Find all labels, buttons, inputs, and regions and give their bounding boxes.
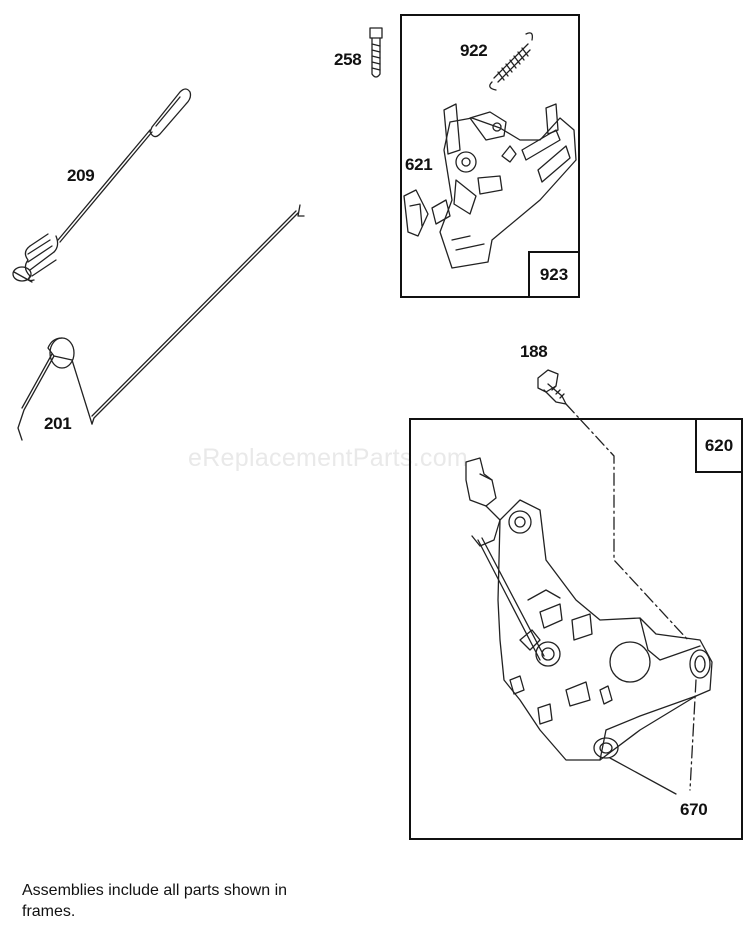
bolt-188-drawing [537, 369, 567, 405]
part-label-201: 201 [44, 414, 72, 433]
spring-link-209-drawing [12, 88, 192, 283]
screw-258-drawing [369, 27, 383, 78]
assembly-note: Assemblies include all parts shown in fr… [22, 882, 288, 920]
assembly-tag-923: 923 [528, 251, 580, 298]
part-label-621: 621 [405, 155, 433, 174]
part-label-258: 258 [334, 50, 362, 69]
watermark-text: eReplacementParts.com [188, 444, 469, 472]
part-label-209: 209 [67, 166, 95, 185]
part-label-922: 922 [460, 41, 488, 60]
part-label-670: 670 [680, 800, 708, 819]
leader-670 [609, 757, 677, 795]
centerline-upper [565, 403, 689, 641]
centerline-lower [689, 679, 697, 791]
control-bracket-621-drawing [403, 103, 577, 269]
spring-922-drawing [489, 32, 534, 91]
control-bracket-620-drawing [465, 457, 713, 761]
assembly-tag-620: 620 [695, 418, 743, 473]
part-label-188: 188 [520, 342, 548, 361]
assembly-frame-923 [400, 14, 580, 298]
assembly-frame-620 [409, 418, 743, 840]
governor-rod-201-drawing [17, 204, 305, 441]
